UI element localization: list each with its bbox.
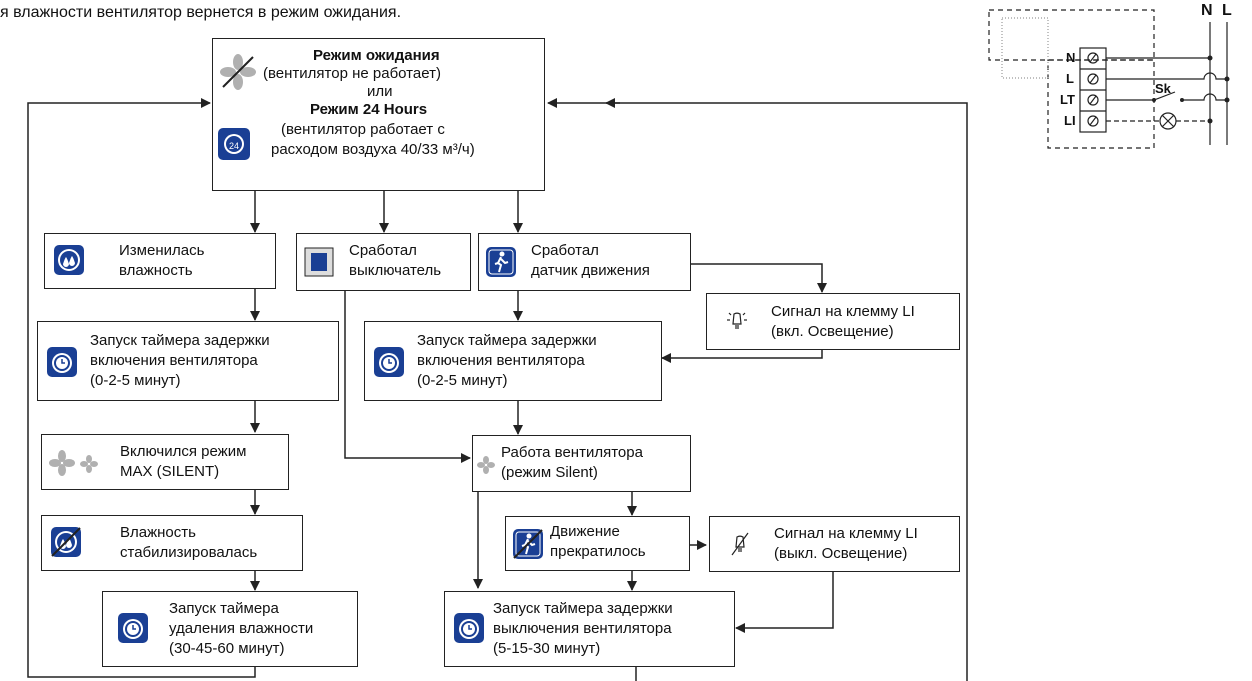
delay-on-right-line3: (0-2-5 минут) bbox=[417, 372, 508, 389]
lamp-off-icon bbox=[731, 532, 749, 556]
delay-on-left-box: Запуск таймера задержки включения вентил… bbox=[37, 321, 339, 401]
motion-stopped-icon bbox=[513, 529, 543, 559]
switch-icon bbox=[304, 247, 334, 277]
switch-sk-label: Sk bbox=[1155, 81, 1171, 96]
light-off-box: Сигнал на клемму LI (выкл. Освещение) bbox=[709, 516, 960, 572]
delay-off-line1: Запуск таймера задержки bbox=[493, 600, 673, 617]
alarm-clock-icon bbox=[454, 613, 484, 643]
humidity-drops-icon bbox=[54, 245, 84, 275]
terminal-li-label: LI bbox=[1064, 113, 1076, 128]
standby-or: или bbox=[367, 83, 393, 100]
mode24-title: Режим 24 Hours bbox=[310, 101, 428, 118]
svg-text:24: 24 bbox=[229, 141, 239, 151]
alarm-clock-icon bbox=[118, 613, 148, 643]
motion-triggered-line2: датчик движения bbox=[531, 262, 650, 279]
switch-triggered-line2: выключатель bbox=[349, 262, 442, 279]
motion-stopped-line2: прекратилось bbox=[550, 543, 646, 560]
switch-triggered-box: Сработал выключатель bbox=[296, 233, 471, 291]
motion-sensor-icon bbox=[486, 247, 516, 277]
fan-silent-box: Работа вентилятора (режим Silent) bbox=[472, 435, 691, 492]
humidity-changed-box: Изменилась влажность bbox=[44, 233, 276, 289]
delay-on-right-line2: включения вентилятора bbox=[417, 352, 585, 369]
fan-silent-line2: (режим Silent) bbox=[501, 464, 598, 481]
lamp-on-icon bbox=[727, 312, 747, 329]
motion-triggered-box: Сработал датчик движения bbox=[478, 233, 691, 291]
max-mode-line2: MAX (SILENT) bbox=[120, 463, 220, 480]
humidity-changed-line1: Изменилась bbox=[119, 242, 205, 259]
humidity-stable-box: Влажность стабилизировалась bbox=[41, 515, 303, 571]
humidity-stable-line1: Влажность bbox=[120, 524, 196, 541]
wiring-l-label: L bbox=[1222, 2, 1232, 19]
humidity-removal-line1: Запуск таймера bbox=[169, 600, 279, 617]
light-off-line2: (выкл. Освещение) bbox=[774, 545, 908, 562]
light-on-box: Сигнал на клемму LI (вкл. Освещение) bbox=[706, 293, 960, 350]
motion-stopped-line1: Движение bbox=[550, 523, 620, 540]
terminal-lt-label: LT bbox=[1060, 92, 1075, 107]
motion-triggered-line1: Сработал bbox=[531, 242, 599, 259]
humidity-stable-icon bbox=[51, 527, 81, 557]
humidity-stable-line2: стабилизировалась bbox=[120, 544, 258, 561]
light-on-line2: (вкл. Освещение) bbox=[771, 323, 894, 340]
page-caption: я влажности вентилятор вернется в режим … bbox=[0, 4, 402, 21]
motion-stopped-box: Движение прекратилось bbox=[505, 516, 690, 571]
standby-title: Режим ожидания bbox=[313, 47, 440, 64]
alarm-clock-icon bbox=[47, 347, 77, 377]
light-on-line1: Сигнал на клемму LI bbox=[771, 303, 915, 320]
delay-on-left-line3: (0-2-5 минут) bbox=[90, 372, 181, 389]
mode24-line1: (вентилятор работает с bbox=[281, 121, 445, 138]
fan-off-icon bbox=[220, 54, 256, 90]
fan-small-icon bbox=[477, 456, 495, 474]
humidity-removal-line3: (30-45-60 минут) bbox=[169, 640, 285, 657]
max-mode-box: Включился режим MAX (SILENT) bbox=[41, 434, 289, 490]
terminal-n-label: N bbox=[1066, 50, 1076, 65]
delay-on-right-box: Запуск таймера задержки включения вентил… bbox=[364, 321, 662, 401]
max-mode-line1: Включился режим bbox=[120, 443, 247, 460]
fan-silent-line1: Работа вентилятора bbox=[501, 444, 643, 461]
fan-icon bbox=[49, 450, 75, 476]
alarm-clock-icon bbox=[374, 347, 404, 377]
delay-off-line3: (5-15-30 минут) bbox=[493, 640, 601, 657]
delay-on-left-line1: Запуск таймера задержки bbox=[90, 332, 270, 349]
delay-on-right-line1: Запуск таймера задержки bbox=[417, 332, 597, 349]
humidity-removal-timer-box: Запуск таймера удаления влажности (30-45… bbox=[102, 591, 358, 667]
delay-off-box: Запуск таймера задержки выключения венти… bbox=[444, 591, 735, 667]
wiring-n-label: N bbox=[1201, 2, 1213, 19]
switch-triggered-line1: Сработал bbox=[349, 242, 417, 259]
mode-24-icon: 24 bbox=[218, 128, 250, 160]
terminal-l-label: L bbox=[1066, 71, 1074, 86]
humidity-changed-line2: влажность bbox=[119, 262, 193, 279]
light-off-line1: Сигнал на клемму LI bbox=[774, 525, 918, 542]
standby-subtitle: (вентилятор не работает) bbox=[263, 65, 441, 82]
standby-box: 24 Режим ожидания (вентилятор не работае… bbox=[212, 38, 545, 191]
humidity-removal-line2: удаления влажности bbox=[169, 620, 314, 637]
delay-off-line2: выключения вентилятора bbox=[493, 620, 672, 637]
mode24-line2: расходом воздуха 40/33 м³/ч) bbox=[271, 141, 475, 158]
delay-on-left-line2: включения вентилятора bbox=[90, 352, 258, 369]
fan-small-icon bbox=[80, 455, 98, 473]
